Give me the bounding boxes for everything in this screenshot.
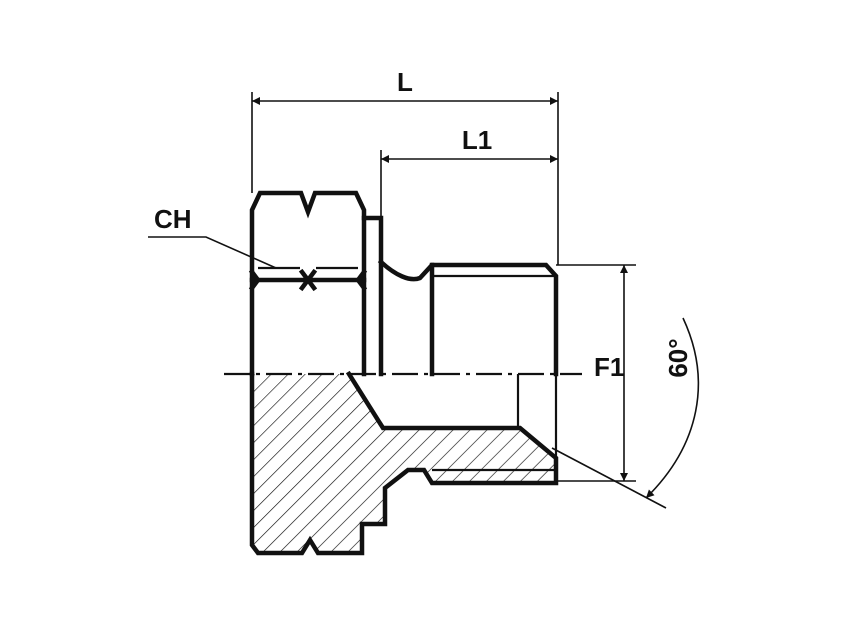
section-outline	[249, 370, 559, 556]
hex-chamfer-arc	[248, 268, 368, 292]
collar-upper	[361, 215, 384, 377]
hex-head-upper	[249, 190, 367, 377]
dim-f1-label: F1	[594, 352, 624, 382]
angle-arc	[645, 317, 700, 499]
angle-label: 60°	[663, 338, 693, 377]
angle-ext-line	[551, 447, 667, 509]
dim-l1-label: L1	[462, 125, 492, 155]
dim-l-label: L	[397, 67, 413, 97]
ch-label: CH	[154, 204, 192, 234]
ch-leader	[148, 236, 277, 269]
neck-upper	[377, 258, 559, 377]
section-hatch	[252, 374, 556, 553]
